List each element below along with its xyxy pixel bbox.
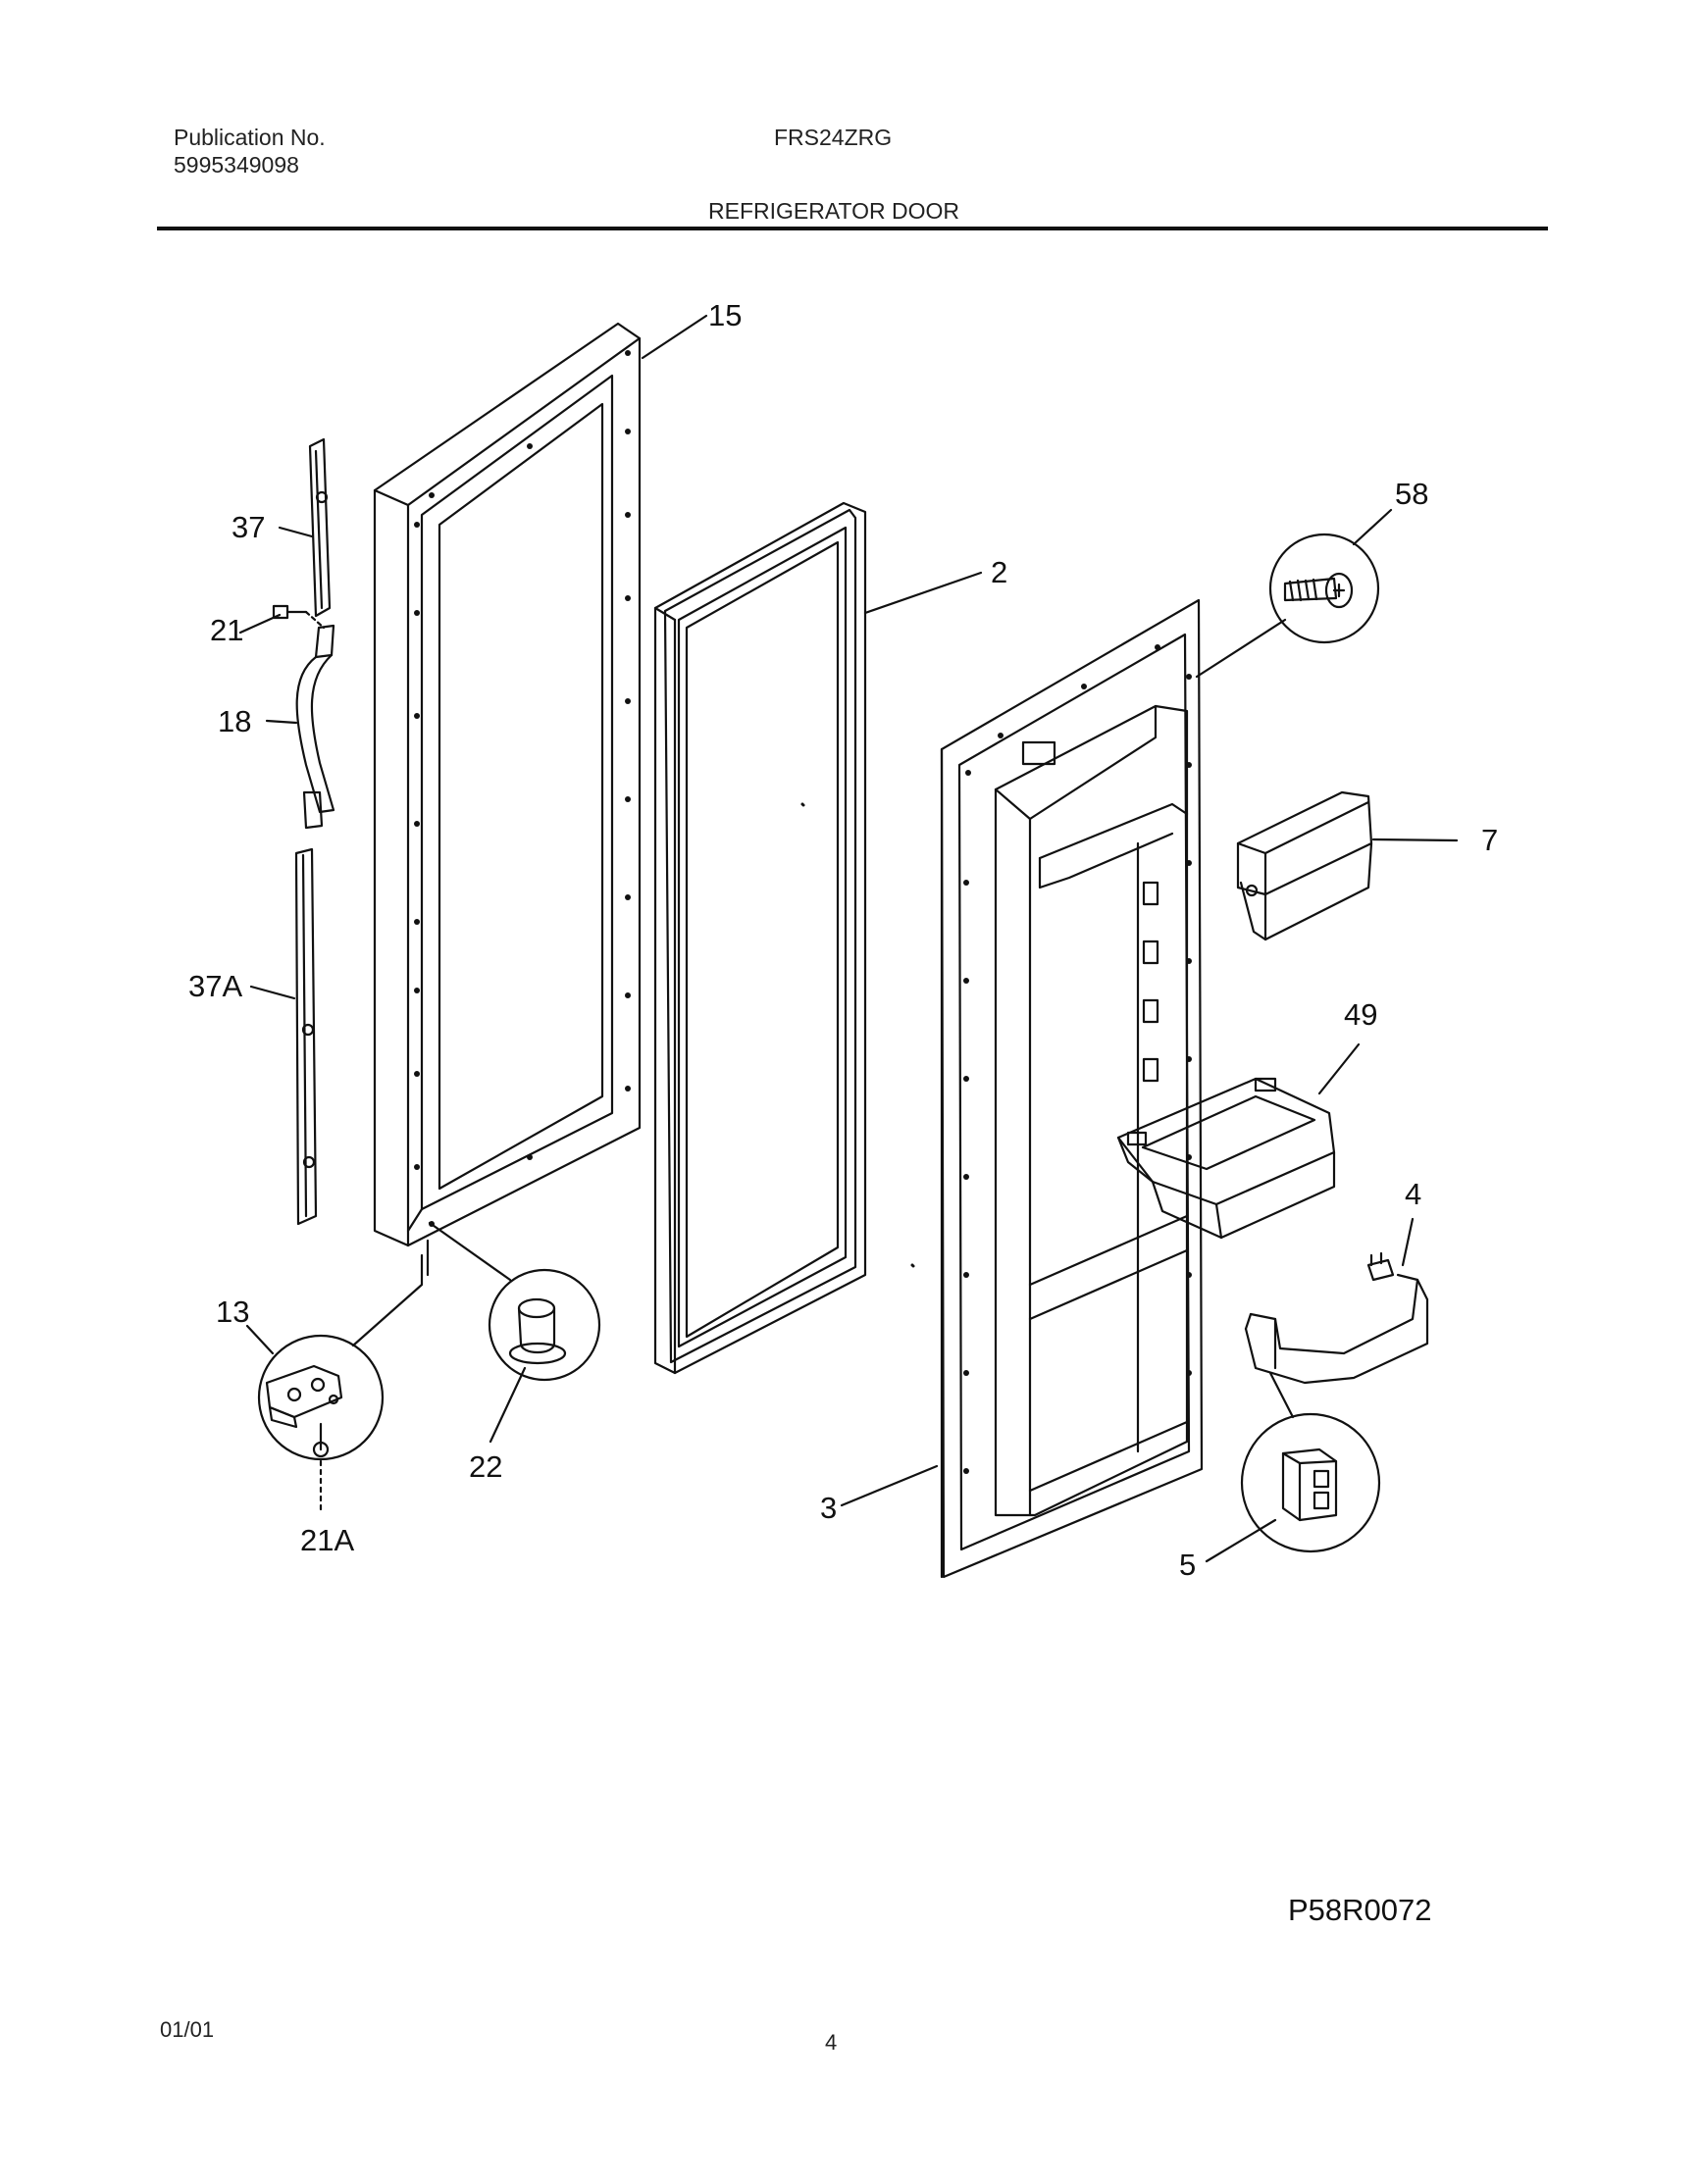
leader-21 [238, 613, 282, 635]
footer-date: 01/01 [160, 2017, 215, 2042]
callout-2: 2 [991, 555, 1007, 589]
leader-5 [1205, 1518, 1277, 1563]
leader-49 [1317, 1042, 1361, 1095]
callout-3: 3 [820, 1491, 837, 1525]
part-37-upper-trim [308, 437, 332, 618]
callout-13: 13 [216, 1295, 249, 1329]
leader-18 [265, 719, 298, 725]
part-58-screw-detail [1268, 533, 1380, 644]
page-number: 4 [825, 2030, 838, 2055]
part-7-door-cover [1236, 790, 1373, 941]
section-title: REFRIGERATOR DOOR [708, 198, 959, 224]
part-2-gasket [653, 501, 867, 1375]
callout-7: 7 [1481, 823, 1498, 857]
leader-37 [278, 526, 314, 538]
part-49-door-bin [1116, 1077, 1336, 1240]
part-4-retainer [1244, 1251, 1429, 1385]
leader-13-detail [351, 1253, 424, 1347]
callout-18: 18 [218, 704, 251, 738]
callout-21: 21 [210, 613, 243, 647]
callout-37a: 37A [188, 969, 242, 1003]
callout-15: 15 [708, 298, 742, 332]
callout-4: 4 [1405, 1177, 1421, 1211]
leader-22-detail [428, 1221, 512, 1282]
leader-37a [249, 985, 296, 1000]
callout-37: 37 [232, 510, 265, 544]
leader-4 [1401, 1217, 1415, 1267]
leader-2 [863, 571, 983, 615]
header-rule [157, 227, 1548, 230]
leader-58-label [1352, 508, 1393, 546]
leader-15 [641, 314, 708, 360]
leader-7 [1371, 838, 1459, 842]
leader-13 [245, 1324, 275, 1355]
leader-22 [489, 1366, 527, 1444]
part-21-screw [272, 604, 308, 620]
publication-number: 5995349098 [174, 152, 299, 178]
part-13-hinge-bracket-detail [257, 1334, 385, 1512]
callout-5: 5 [1179, 1548, 1196, 1582]
leader-21-dash [304, 610, 326, 630]
callout-49: 49 [1344, 997, 1377, 1032]
callout-58: 58 [1395, 477, 1428, 511]
callout-22: 22 [469, 1449, 502, 1484]
leader-5-detail [1268, 1371, 1295, 1419]
diagram-code: P58R0072 [1288, 1893, 1432, 1927]
leader-3 [840, 1464, 939, 1507]
part-22-plug-detail [488, 1268, 601, 1382]
part-5-clip-detail [1240, 1412, 1381, 1553]
part-37a-lower-trim [294, 847, 318, 1226]
part-3-inner-door [940, 598, 1204, 1579]
part-15-frame [373, 322, 642, 1277]
part-18-strap [295, 624, 335, 830]
model-number: FRS24ZRG [774, 125, 893, 150]
publication-label: Publication No. [174, 125, 326, 150]
callout-21a: 21A [300, 1523, 354, 1557]
leader-58 [1195, 618, 1287, 679]
